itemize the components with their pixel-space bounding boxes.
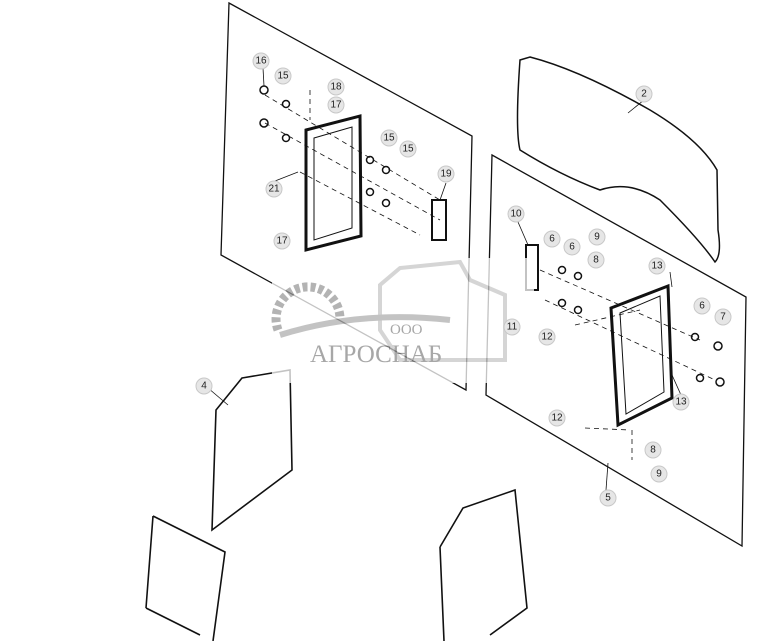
callout-number: 17 [276, 236, 288, 247]
callout-bubble [714, 308, 732, 326]
callout-bubble [503, 318, 521, 336]
callout-bubble [399, 140, 417, 158]
part-callout: 15 [274, 67, 292, 85]
callout-number: 16 [255, 56, 267, 67]
callout-number: 6 [699, 301, 705, 312]
callout-bubble [648, 257, 666, 275]
watermark-logo: ООО АГРОСНАБ [271, 258, 534, 383]
left-window-frame [304, 114, 363, 252]
part-callout: 7 [714, 308, 732, 326]
callout-number: 15 [277, 71, 289, 82]
callout-number: 6 [549, 234, 555, 245]
callout-number: 18 [330, 82, 342, 93]
part-callout: 21 [265, 180, 283, 198]
left-door-panel [220, 1, 473, 392]
callout-number: 9 [656, 469, 662, 480]
part-callout: 12 [548, 409, 566, 427]
part-callout: 6 [563, 238, 581, 256]
part-callout: 4 [195, 377, 213, 395]
rear-glass [516, 56, 721, 264]
callout-number: 13 [651, 261, 663, 272]
callout-bubble [644, 441, 662, 459]
callout-bubble [548, 409, 566, 427]
side-glass [211, 369, 293, 532]
callout-bubble [599, 489, 617, 507]
part-callout: 8 [644, 441, 662, 459]
callout-bubble [507, 205, 525, 223]
callout-number: 17 [330, 100, 342, 111]
callout-bubble [672, 393, 690, 411]
part-callout: 9 [588, 228, 606, 246]
callout-number: 7 [720, 312, 726, 323]
callout-number: 2 [641, 89, 647, 100]
part-callout: 15 [399, 140, 417, 158]
callout-number: 9 [594, 232, 600, 243]
callout-bubble [588, 228, 606, 246]
callout-bubble [693, 297, 711, 315]
callout-number: 5 [605, 493, 611, 504]
callout-number: 15 [383, 133, 395, 144]
callout-bubble [195, 377, 213, 395]
callout-number: 13 [675, 397, 687, 408]
part-callout: 17 [327, 96, 345, 114]
callout-bubble [274, 67, 292, 85]
callout-number: 6 [569, 242, 575, 253]
part-callout: 16 [252, 52, 270, 70]
callout-bubble [437, 165, 455, 183]
callout-number: 10 [510, 209, 522, 220]
callout-number: 12 [551, 413, 563, 424]
watermark-name: АГРОСНАБ [310, 341, 442, 368]
callout-number: 11 [507, 322, 518, 333]
callout-bubble [635, 85, 653, 103]
callout-bubble [273, 232, 291, 250]
callout-bubble [252, 52, 270, 70]
callout-bubble [587, 251, 605, 269]
callout-number: 21 [268, 184, 280, 195]
part-callout: 6 [543, 230, 561, 248]
part-callout: 15 [380, 129, 398, 147]
callout-bubble [327, 96, 345, 114]
watermark-prefix: ООО [390, 322, 423, 338]
callout-bubble [563, 238, 581, 256]
part-callout: 9 [650, 465, 668, 483]
callout-number: 12 [541, 332, 553, 343]
callout-bubble [538, 328, 556, 346]
part-callout: 17 [273, 232, 291, 250]
callout-number: 4 [201, 381, 207, 392]
part-callout: 13 [648, 257, 666, 275]
part-callout: 18 [327, 78, 345, 96]
callout-bubble [543, 230, 561, 248]
callout-number: 15 [402, 144, 414, 155]
callout-bubble [650, 465, 668, 483]
callout-number: 8 [593, 255, 599, 266]
lower-glass-left [145, 515, 226, 641]
part-callout: 19 [437, 165, 455, 183]
part-callout: 13 [672, 393, 690, 411]
hinge-left [431, 199, 447, 241]
callout-number: 19 [440, 169, 452, 180]
part-callout: 2 [635, 85, 653, 103]
callout-number: 8 [650, 445, 656, 456]
callout-bubble [265, 180, 283, 198]
part-callout: 8 [587, 251, 605, 269]
part-callout: 10 [507, 205, 525, 223]
part-callout: 11 [503, 318, 521, 336]
lower-glass-right [439, 488, 528, 641]
right-window-frame [609, 283, 674, 428]
part-callout: 6 [693, 297, 711, 315]
part-callout: 12 [538, 328, 556, 346]
callout-bubble [380, 129, 398, 147]
part-callout: 5 [599, 489, 617, 507]
callout-bubble [327, 78, 345, 96]
